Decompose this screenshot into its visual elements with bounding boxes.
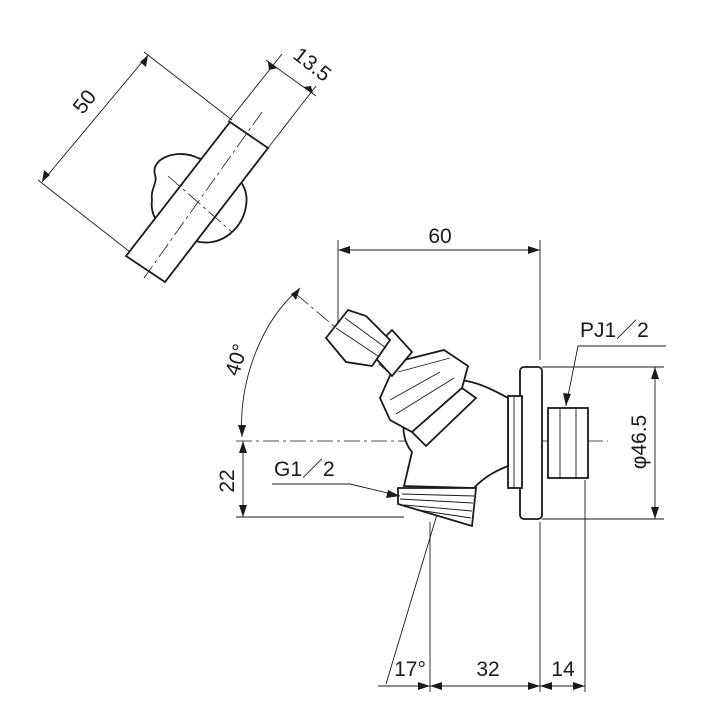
overall-width-label: 60 [428, 225, 451, 248]
plan-body-bar [124, 120, 270, 284]
spout-nut [397, 487, 477, 528]
inlet-pipe [547, 407, 589, 479]
flange-diameter-label: φ46.5 [628, 415, 651, 470]
bonnet-ring [410, 386, 478, 448]
wall-flange [519, 366, 543, 520]
side-dimensions: 60 40° 22 G1／2 PJ1／2 φ46.5 [216, 225, 666, 692]
plan-length-dim-line [41, 54, 149, 183]
handle-angle-label: 40° [221, 341, 253, 378]
outlet-depth-label: 32 [476, 658, 499, 681]
spout-angle-label: 17° [394, 658, 426, 681]
plan-center-line [143, 111, 263, 279]
plan-view: 50 13.5 [37, 43, 335, 284]
outlet-thread-label: G1／2 [274, 458, 335, 481]
handle-knob [324, 308, 392, 367]
inlet-length-label: 14 [551, 658, 575, 681]
handle-angle-arc [241, 287, 301, 438]
plan-length-label: 50 [69, 86, 102, 119]
flange-neck [507, 395, 523, 489]
inlet-thread-label: PJ1／2 [580, 319, 649, 342]
plan-width-label: 13.5 [289, 43, 335, 86]
outlet-offset-label: 22 [216, 469, 239, 492]
side-view [236, 293, 608, 685]
plan-cross-line [167, 175, 233, 233]
